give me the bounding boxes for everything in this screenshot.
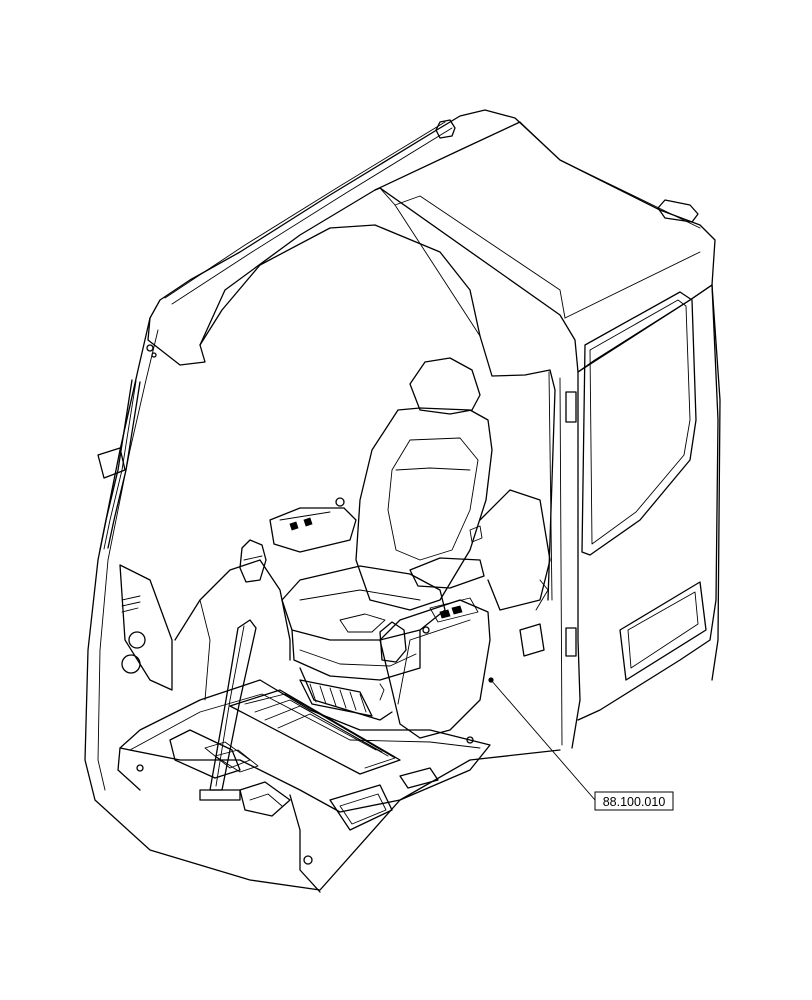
callout-leader-line <box>490 679 596 801</box>
cab-door <box>565 284 721 721</box>
left-console <box>119 539 291 701</box>
travel-lever <box>199 619 257 801</box>
wiper-assembly <box>97 344 157 551</box>
cab-shell <box>84 109 716 891</box>
cab-floor <box>117 679 491 893</box>
callout-88-100-010: 88.100.010 <box>488 677 674 811</box>
callout-label-box <box>594 791 674 811</box>
callout-label: 88.100.010 <box>603 795 666 809</box>
operator-seat <box>269 357 551 739</box>
